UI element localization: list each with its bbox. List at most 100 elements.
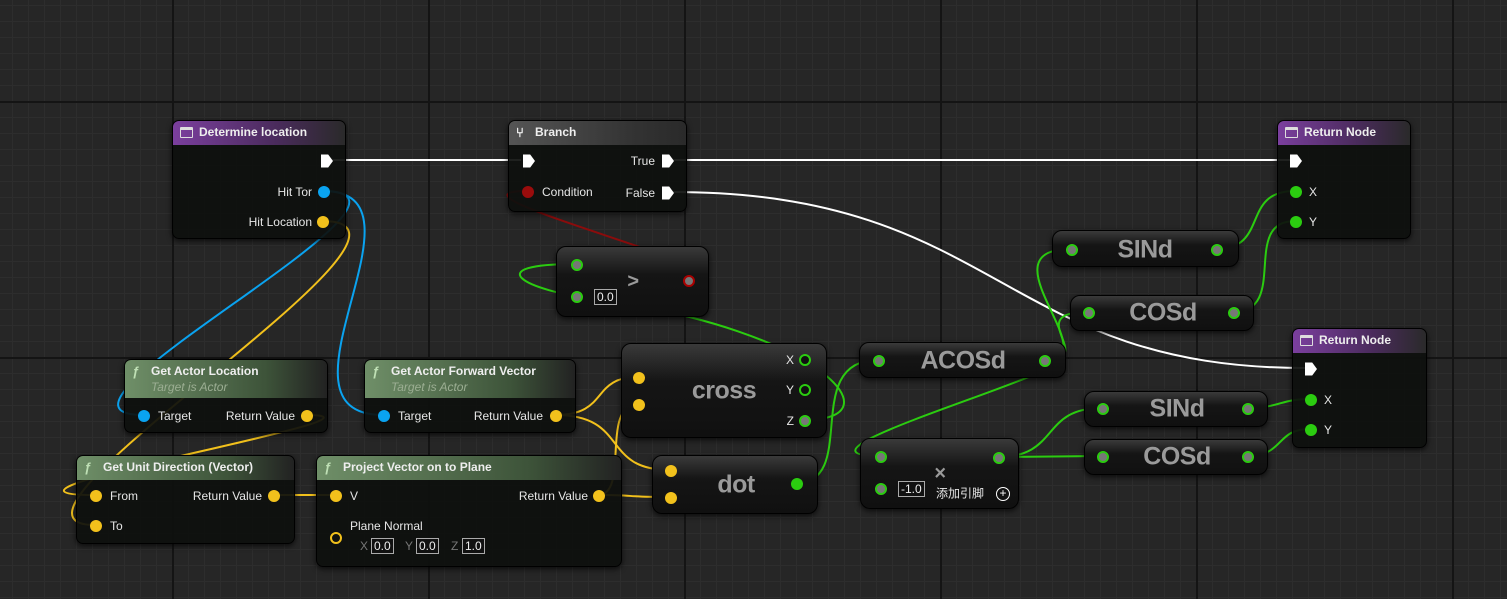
return-value-pin[interactable] bbox=[268, 490, 280, 502]
pin-label: Y bbox=[785, 383, 794, 397]
pin-label: Target bbox=[398, 409, 432, 423]
output-pin[interactable] bbox=[993, 452, 1005, 464]
pin-label: Target bbox=[158, 409, 192, 423]
exec-in-pin[interactable] bbox=[1290, 154, 1302, 168]
z-out-pin[interactable] bbox=[799, 415, 811, 427]
input-b-value[interactable]: -1.0 bbox=[898, 481, 925, 497]
output-pin[interactable] bbox=[1211, 244, 1223, 256]
node-title: COSd bbox=[1143, 442, 1211, 471]
x-out-pin[interactable] bbox=[799, 354, 811, 366]
return-value-pin[interactable] bbox=[550, 410, 562, 422]
to-pin[interactable] bbox=[90, 520, 102, 532]
node-subtitle: Target is Actor bbox=[151, 380, 228, 394]
true-exec-pin[interactable] bbox=[662, 154, 674, 168]
result-pin[interactable] bbox=[683, 275, 695, 287]
return-icon bbox=[1285, 127, 1298, 138]
node-branch[interactable]: ⑂Branch Condition True False bbox=[508, 120, 687, 212]
exec-in-pin[interactable] bbox=[523, 154, 535, 168]
output-pin[interactable] bbox=[1039, 355, 1051, 367]
hit-tor-pin[interactable] bbox=[318, 186, 330, 198]
return-value-pin[interactable] bbox=[593, 490, 605, 502]
node-cosd[interactable]: COSd bbox=[1084, 439, 1268, 475]
plane-normal-pin[interactable] bbox=[330, 532, 342, 544]
add-pin-label[interactable]: 添加引脚 bbox=[936, 486, 985, 501]
condition-pin[interactable] bbox=[522, 186, 534, 198]
object-wire[interactable] bbox=[322, 190, 384, 416]
node-multiply[interactable]: -1.0 × 添加引脚 + bbox=[860, 438, 1019, 509]
plane-normal-x[interactable]: 0.0 bbox=[371, 538, 394, 554]
node-cross[interactable]: cross X Y Z bbox=[621, 343, 827, 438]
input-a-pin[interactable] bbox=[875, 451, 887, 463]
node-sind[interactable]: SINd bbox=[1052, 230, 1239, 267]
exec-in-pin[interactable] bbox=[1305, 362, 1317, 376]
input-pin[interactable] bbox=[1097, 451, 1109, 463]
plane-normal-z[interactable]: 1.0 bbox=[462, 538, 485, 554]
node-title: SINd bbox=[1149, 394, 1205, 423]
function-icon: ƒ bbox=[324, 460, 332, 475]
node-title: Get Unit Direction (Vector) bbox=[103, 460, 254, 474]
pin-label: From bbox=[110, 489, 138, 503]
v-pin[interactable] bbox=[330, 490, 342, 502]
node-sind[interactable]: SINd bbox=[1084, 391, 1268, 427]
node-header: ƒ Get Unit Direction (Vector) bbox=[77, 456, 294, 480]
pin-label: Return Value bbox=[518, 489, 588, 503]
input-a-pin[interactable] bbox=[665, 465, 677, 477]
node-dot[interactable]: dot bbox=[652, 455, 818, 514]
pin-label: Return Value bbox=[225, 409, 295, 423]
output-pin[interactable] bbox=[1242, 403, 1254, 415]
target-pin[interactable] bbox=[138, 410, 150, 422]
input-pin[interactable] bbox=[1066, 244, 1078, 256]
input-b-pin[interactable] bbox=[633, 399, 645, 411]
object-wire[interactable] bbox=[117, 190, 351, 416]
plane-normal-y[interactable]: 0.0 bbox=[416, 538, 439, 554]
branch-icon: ⑂ bbox=[516, 125, 524, 140]
pin-label: Y bbox=[1324, 423, 1333, 437]
input-a-pin[interactable] bbox=[571, 259, 583, 271]
node-title: Project Vector on to Plane bbox=[343, 460, 492, 474]
input-b-pin[interactable] bbox=[665, 492, 677, 504]
y-pin[interactable] bbox=[1305, 424, 1317, 436]
node-greater-than[interactable]: 0.0 > bbox=[556, 246, 709, 317]
input-b-value[interactable]: 0.0 bbox=[594, 289, 617, 305]
node-header: Return Node bbox=[1293, 329, 1426, 353]
input-pin[interactable] bbox=[873, 355, 885, 367]
false-exec-pin[interactable] bbox=[662, 186, 674, 200]
pin-label: X bbox=[785, 353, 794, 367]
input-pin[interactable] bbox=[1083, 307, 1095, 319]
axis-label: Y bbox=[405, 539, 414, 553]
node-return-2[interactable]: Return Node X Y bbox=[1292, 328, 1427, 448]
input-pin[interactable] bbox=[1097, 403, 1109, 415]
add-pin-icon[interactable]: + bbox=[996, 487, 1010, 501]
input-b-pin[interactable] bbox=[571, 291, 583, 303]
input-b-pin[interactable] bbox=[875, 483, 887, 495]
node-title: COSd bbox=[1129, 298, 1197, 327]
exec-out-pin[interactable] bbox=[321, 154, 333, 168]
y-pin[interactable] bbox=[1290, 216, 1302, 228]
output-pin[interactable] bbox=[1228, 307, 1240, 319]
output-pin[interactable] bbox=[791, 478, 803, 490]
node-cosd[interactable]: COSd bbox=[1070, 295, 1254, 331]
node-title: Return Node bbox=[1319, 333, 1391, 347]
node-title: dot bbox=[717, 470, 755, 499]
node-return-1[interactable]: Return Node X Y bbox=[1277, 120, 1411, 239]
node-acosd[interactable]: ACOSd bbox=[859, 342, 1066, 378]
function-icon: ƒ bbox=[84, 460, 92, 475]
node-title: Return Node bbox=[1304, 125, 1376, 139]
vector-wire[interactable] bbox=[554, 414, 671, 471]
input-a-pin[interactable] bbox=[633, 372, 645, 384]
output-pin[interactable] bbox=[1242, 451, 1254, 463]
y-out-pin[interactable] bbox=[799, 384, 811, 396]
node-determine-location[interactable]: Determine location Hit Tor Hit Location bbox=[172, 120, 346, 239]
target-pin[interactable] bbox=[378, 410, 390, 422]
return-value-pin[interactable] bbox=[301, 410, 313, 422]
from-pin[interactable] bbox=[90, 490, 102, 502]
hit-location-pin[interactable] bbox=[317, 216, 329, 228]
x-pin[interactable] bbox=[1290, 186, 1302, 198]
x-pin[interactable] bbox=[1305, 394, 1317, 406]
exec-wire[interactable] bbox=[671, 191, 1306, 369]
pin-label: Y bbox=[1309, 215, 1318, 229]
